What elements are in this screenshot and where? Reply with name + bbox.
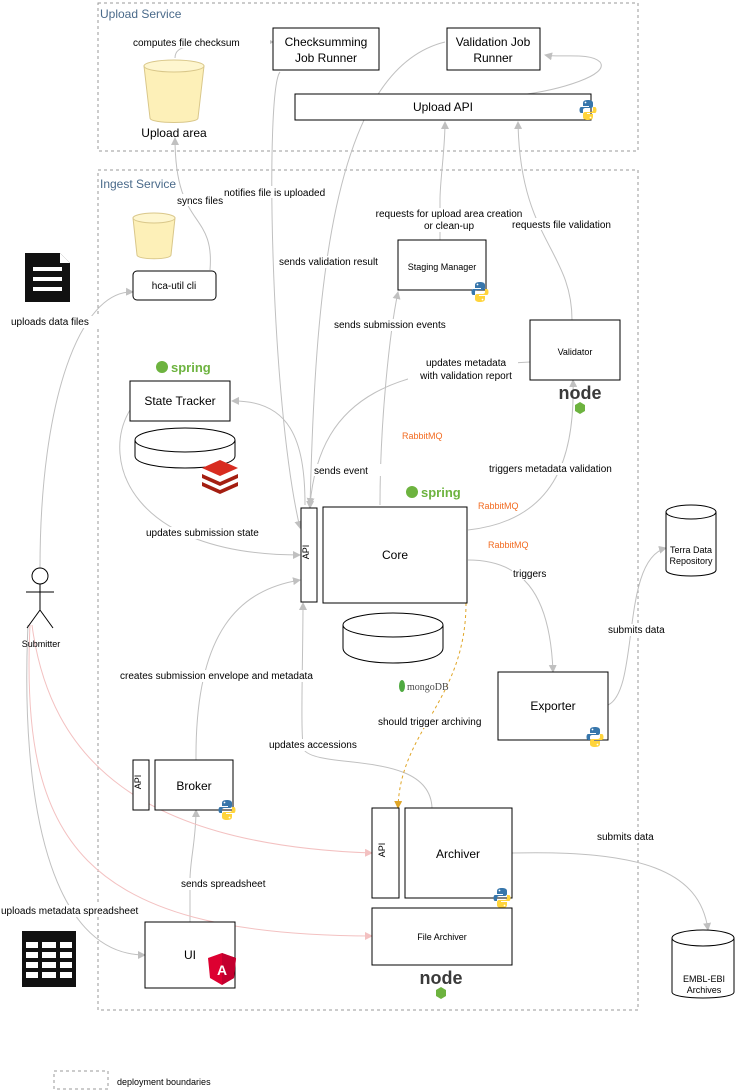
staging-manager[interactable]: Staging Manager xyxy=(397,239,487,291)
svg-text:Core: Core xyxy=(382,548,408,562)
svg-text:UI: UI xyxy=(184,948,196,962)
label-triggers: triggers xyxy=(513,569,546,580)
svg-text:API: API xyxy=(301,545,311,560)
svg-text:API: API xyxy=(377,843,387,858)
core-api[interactable]: API xyxy=(300,507,318,603)
label-submits-data-terra: submits data xyxy=(608,625,665,636)
svg-text:Repository: Repository xyxy=(669,556,713,566)
mongodb-logo: mongoDB xyxy=(399,680,449,693)
terra-data-repository[interactable]: Terra Data Repository xyxy=(665,504,717,577)
svg-text:spring: spring xyxy=(171,360,211,375)
label-requests-area-1: requests for upload area creation xyxy=(376,209,523,220)
submitter-label: Submitter xyxy=(22,639,61,649)
label-syncs-files: syncs files xyxy=(177,196,223,207)
submitter-actor xyxy=(26,567,54,629)
state-tracker-database xyxy=(134,427,236,469)
broker-api[interactable]: API xyxy=(132,759,150,811)
validator[interactable]: Validator xyxy=(529,319,621,381)
label-sends-submission-events: sends submission events xyxy=(334,320,446,331)
exporter[interactable]: Exporter xyxy=(497,671,609,741)
label-notifies-uploaded: notifies file is uploaded xyxy=(224,188,325,199)
svg-text:Runner: Runner xyxy=(473,51,512,65)
rabbitmq-logo-1: RabbitMQ xyxy=(402,431,443,441)
svg-text:mongoDB: mongoDB xyxy=(407,682,449,693)
rabbitmq-logo-2: RabbitMQ xyxy=(478,501,519,511)
svg-text:EMBL-EBI: EMBL-EBI xyxy=(683,974,725,984)
svg-text:Broker: Broker xyxy=(176,779,211,793)
label-sends-spreadsheet: sends spreadsheet xyxy=(181,879,266,890)
svg-text:Archiver: Archiver xyxy=(436,847,480,861)
label-sends-validation-result: sends validation result xyxy=(279,257,378,268)
node-logo: node xyxy=(559,383,602,414)
checksumming-job-runner[interactable]: Checksumming Job Runner xyxy=(272,27,380,71)
broker[interactable]: Broker xyxy=(154,759,234,811)
archiver[interactable]: Archiver xyxy=(404,807,513,899)
svg-text:File Archiver: File Archiver xyxy=(417,932,467,942)
label-submits-data-ebi: submits data xyxy=(597,832,654,843)
core[interactable]: Core xyxy=(322,506,468,604)
edge-labels: computes file checksum syncs files notif… xyxy=(0,36,666,917)
svg-text:node: node xyxy=(559,383,602,403)
ingest-service-title: Ingest Service xyxy=(100,177,176,191)
label-updates-state: updates submission state xyxy=(146,528,259,539)
svg-text:Checksumming: Checksumming xyxy=(285,35,368,49)
svg-text:Archives: Archives xyxy=(687,985,722,995)
svg-text:Terra Data: Terra Data xyxy=(670,545,712,555)
svg-text:Job Runner: Job Runner xyxy=(295,51,357,65)
edges xyxy=(26,38,712,959)
core-database xyxy=(342,612,444,664)
archiver-api[interactable]: API xyxy=(371,807,400,899)
validation-job-runner[interactable]: Validation Job Runner xyxy=(446,27,541,71)
spring-logo: spring xyxy=(156,360,211,375)
label-creates-envelope: creates submission envelope and metadata xyxy=(120,671,313,682)
svg-text:API: API xyxy=(133,775,143,790)
label-triggers-validation: triggers metadata validation xyxy=(489,464,612,475)
label-sends-event: sends event xyxy=(314,466,368,477)
svg-text:Validation Job: Validation Job xyxy=(456,35,531,49)
upload-area-label: Upload area xyxy=(141,126,207,140)
state-tracker[interactable]: State Tracker xyxy=(129,380,231,422)
label-updates-accessions: updates accessions xyxy=(269,740,357,751)
spring-logo-core: spring xyxy=(406,485,461,500)
label-updates-metadata-2: with validation report xyxy=(419,371,512,382)
rabbitmq-logo-3: RabbitMQ xyxy=(488,540,529,550)
label-should-trigger: should trigger archiving xyxy=(378,717,481,728)
label-requests-validation: requests file validation xyxy=(512,220,611,231)
upload-service-title: Upload Service xyxy=(100,7,182,21)
file-archiver[interactable]: File Archiver xyxy=(371,907,513,966)
upload-area-bucket[interactable] xyxy=(143,59,205,123)
label-requests-area-2: or clean-up xyxy=(424,221,474,232)
svg-text:A: A xyxy=(217,962,227,978)
upload-api[interactable]: Upload API xyxy=(294,93,592,121)
angular-icon: A xyxy=(208,953,236,985)
legend: deployment boundaries xyxy=(53,1070,211,1090)
svg-text:Upload API: Upload API xyxy=(413,100,473,114)
embl-ebi-archives[interactable]: EMBL-EBI Archives xyxy=(671,929,735,999)
svg-text:hca-util cli: hca-util cli xyxy=(152,281,196,292)
legend-label: deployment boundaries xyxy=(117,1077,211,1087)
svg-text:Validator: Validator xyxy=(558,347,593,357)
label-uploads-data-files: uploads data files xyxy=(11,317,89,328)
label-computes-checksum: computes file checksum xyxy=(133,38,240,49)
svg-text:State Tracker: State Tracker xyxy=(144,394,215,408)
legend-swatch xyxy=(53,1070,109,1090)
label-uploads-spreadsheet: uploads metadata spreadsheet xyxy=(1,906,139,917)
document-icon xyxy=(25,253,70,302)
svg-text:node: node xyxy=(420,968,463,988)
svg-text:Exporter: Exporter xyxy=(530,699,575,713)
label-updates-metadata-1: updates metadata xyxy=(426,358,506,369)
node-logo: node xyxy=(420,968,463,999)
svg-text:spring: spring xyxy=(421,485,461,500)
hca-util-cli[interactable]: hca-util cli xyxy=(132,270,217,301)
redis-icon xyxy=(202,460,238,494)
upload-service-boundary xyxy=(97,2,639,152)
spreadsheet-icon xyxy=(22,931,76,987)
local-bucket xyxy=(132,212,176,260)
svg-text:Staging Manager: Staging Manager xyxy=(408,262,477,272)
